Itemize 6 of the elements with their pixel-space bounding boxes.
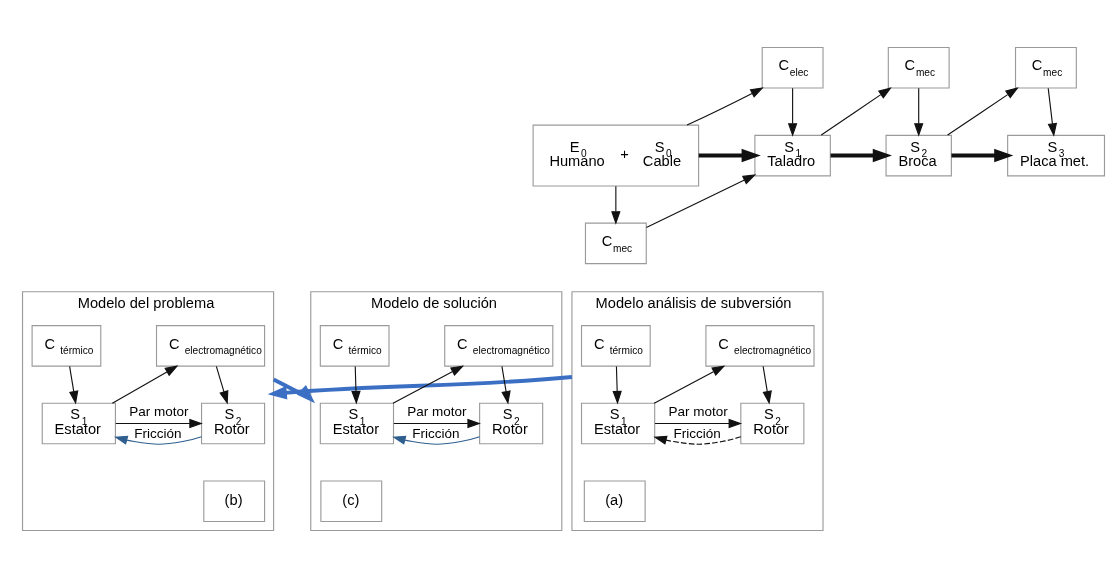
edge-label: Par motor (407, 403, 467, 419)
edge-label: Fricción (134, 425, 182, 441)
edge-label: Fricción (673, 425, 721, 441)
edge-label: Par motor (668, 403, 728, 419)
edge-label: Fricción (412, 425, 460, 441)
edge-label: Par motor (129, 403, 189, 419)
